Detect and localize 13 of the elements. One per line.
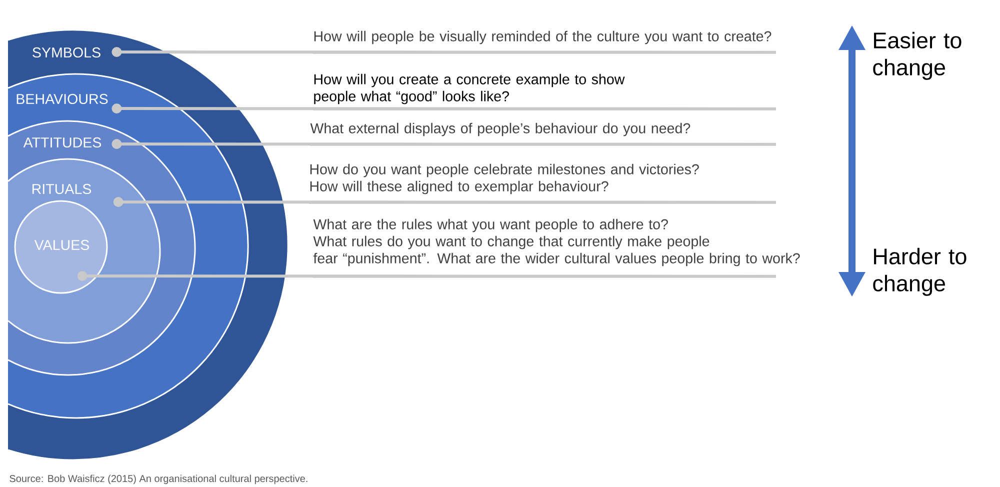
question-text: How will people be visually reminded of the culture you want to create? <box>314 30 772 44</box>
leader-line <box>113 197 778 207</box>
question-text: What external displays of people’s behaviour do you need? <box>310 122 690 136</box>
arrow-label: Easier to change <box>873 32 962 80</box>
question-text: How do you want people celebrate milestones and victories? How will these aligned to exemplar behaviour? <box>310 164 699 194</box>
leader-line <box>112 104 778 114</box>
arrow-label: Harder to change <box>873 248 966 296</box>
question-text: What are the rules what you want people to adhere to? What rules do you want to change that currently make people fear “punishment”. What are the wider cultural values people bring to work? <box>313 218 800 266</box>
leader-line <box>112 47 778 57</box>
source-note: Source: Bob Waisficz (2015) An organisational cultural perspective. <box>10 474 308 484</box>
leader-line <box>77 271 778 281</box>
leader-line <box>112 139 778 149</box>
question-text: How will you create a concrete example to show people what “good” looks like? <box>314 74 625 104</box>
